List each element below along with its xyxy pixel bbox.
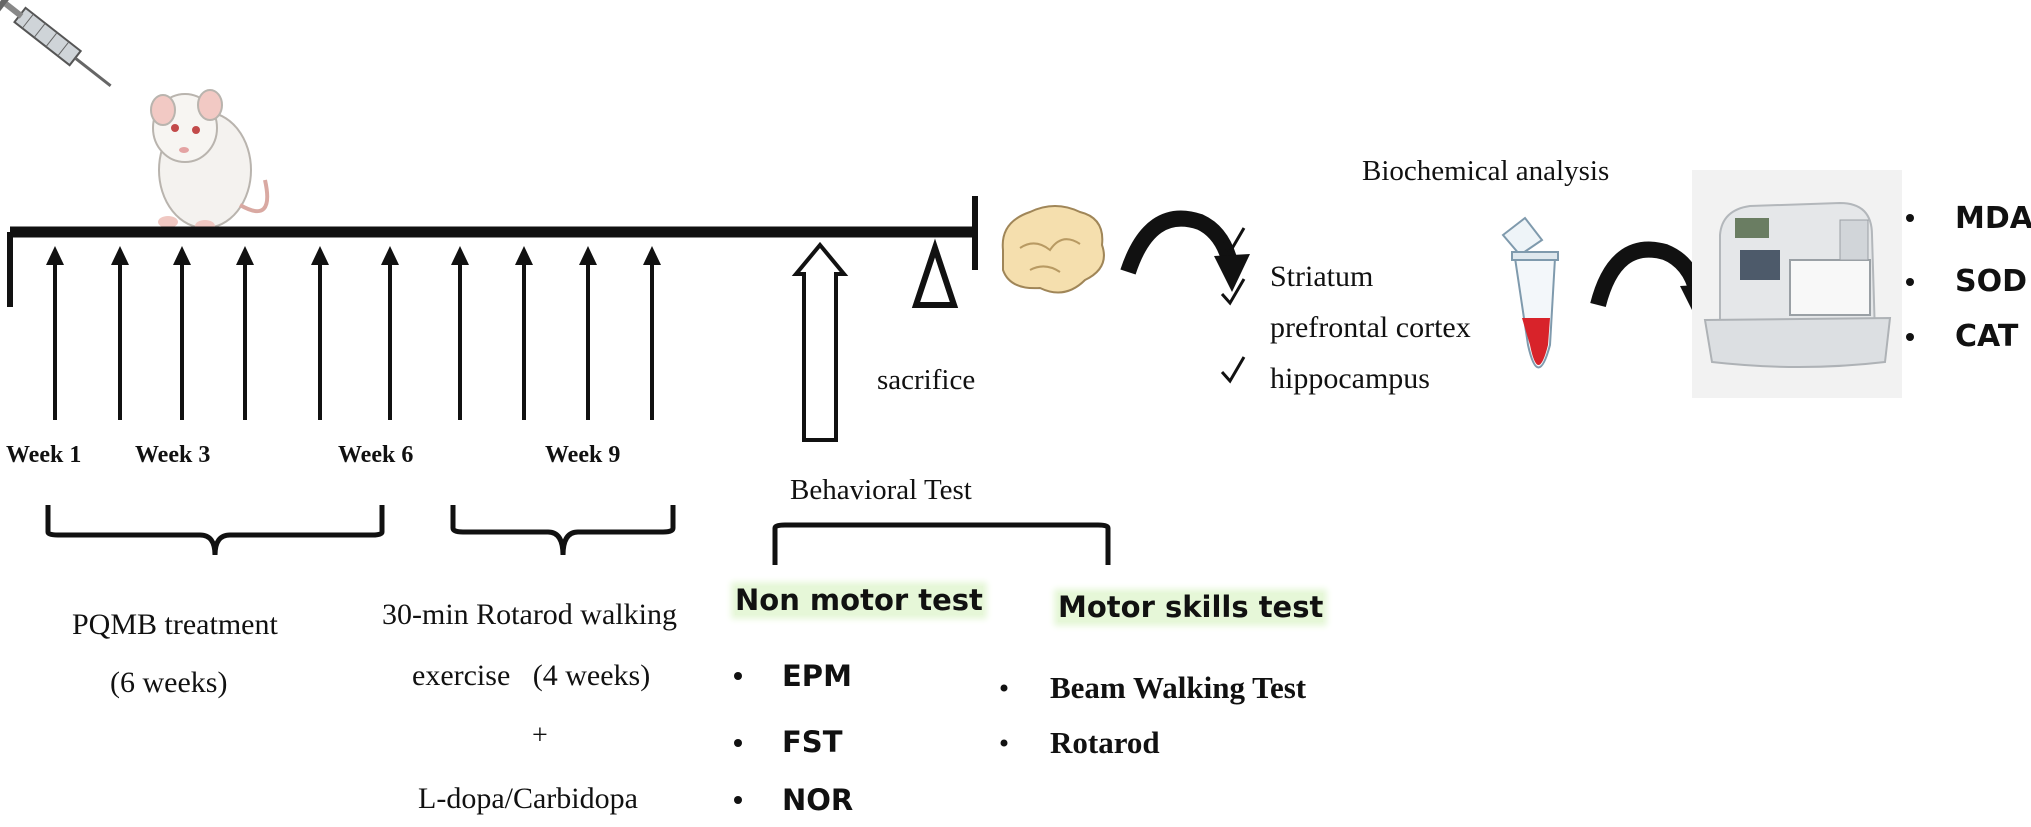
arrow-head: [579, 246, 597, 265]
marker-label: MDA: [1955, 201, 2031, 236]
week-label: Week 1: [6, 442, 82, 468]
non-motor-test-title: Non motor test: [735, 583, 983, 617]
non-motor-item: FST: [782, 725, 843, 759]
motor-skills-test-title: Motor skills test: [1058, 590, 1324, 624]
non-motor-item: NOR: [782, 783, 854, 817]
week-label: Week 3: [135, 442, 211, 468]
pqmb-duration-label: (6 weeks): [110, 666, 228, 699]
week-label: Week 6: [338, 442, 414, 468]
marker-label: SOD: [1955, 264, 2028, 299]
syringe-icon: [0, 0, 112, 87]
motor-item: Beam Walking Test: [1050, 670, 1307, 705]
curved-arrow-icon: [1590, 241, 1705, 308]
sacrifice-marker: [911, 238, 959, 308]
pqmb-brace: [45, 505, 385, 556]
exercise-duration-label: exercise (4 weeks): [412, 659, 651, 692]
arrow-head: [515, 246, 533, 265]
weekly-arrows: [46, 246, 661, 420]
brain-icon: [1001, 205, 1105, 294]
exercise-brace: [450, 505, 676, 556]
behavioral-test-arrow: [791, 241, 849, 442]
arrow-head: [643, 246, 661, 265]
arrow-head: [381, 246, 399, 265]
region-label: prefrontal cortex: [1270, 311, 1471, 344]
plus-sign: +: [532, 720, 548, 751]
arrow-head: [236, 246, 254, 265]
behavioral-test-label: Behavioral Test: [790, 474, 972, 506]
marker-label: CAT: [1955, 319, 2019, 354]
behavioral-brace: [772, 522, 1111, 565]
arrow-head: [111, 246, 129, 265]
week-label: Week 9: [545, 442, 621, 468]
arrow-head: [451, 246, 469, 265]
ldopa-label: L-dopa/Carbidopa: [418, 782, 638, 815]
pqmb-treatment-label: PQMB treatment: [72, 608, 278, 641]
biochemical-analysis-title: Biochemical analysis: [1362, 155, 1610, 187]
sacrifice-label: sacrifice: [877, 364, 976, 396]
arrow-head: [46, 246, 64, 265]
region-label: Striatum: [1270, 260, 1374, 293]
region-label: hippocampus: [1270, 362, 1430, 395]
arrow-head: [173, 246, 191, 265]
bullet-icon: [734, 214, 1914, 804]
rat-icon: [150, 89, 270, 232]
check-icon: [1220, 227, 1246, 384]
exercise-label: 30-min Rotarod walking: [382, 598, 677, 631]
arrow-head: [311, 246, 329, 265]
motor-item: Rotarod: [1050, 725, 1160, 760]
plate-reader-icon: [1692, 170, 1902, 398]
tube-icon: [1501, 216, 1559, 369]
non-motor-item: EPM: [782, 659, 852, 693]
curved-arrow-icon: [1120, 210, 1238, 275]
